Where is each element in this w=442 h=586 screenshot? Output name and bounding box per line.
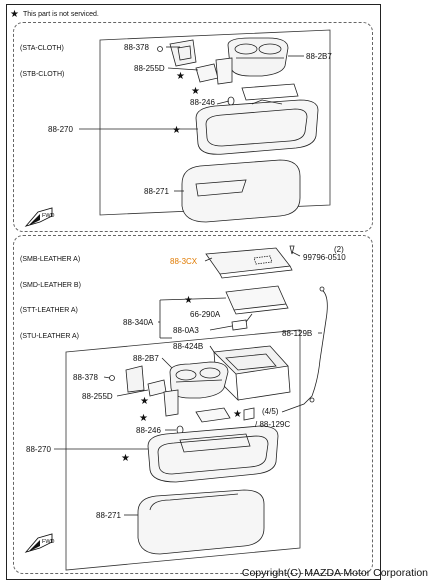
console-tray-bottom: [147, 425, 279, 483]
star-icon: ★: [139, 413, 148, 424]
part-label: 88-271: [96, 511, 121, 520]
cloth-group-caption: (STA-CLOTH) (STB-CLOTH): [20, 45, 65, 78]
part-label: 88-2B7: [133, 354, 159, 363]
star-icon: ★: [121, 453, 130, 464]
part-label: 88-2B7: [306, 52, 332, 61]
star-icon: ★: [176, 71, 185, 82]
cup-holder-bottom: [169, 361, 229, 399]
star-icon: ★: [191, 86, 200, 97]
quantity-label: (2): [334, 245, 344, 254]
part-label: 88-270: [48, 125, 73, 134]
star-icon: ★: [172, 125, 181, 136]
fwd-arrow-icon: FWD: [24, 207, 55, 227]
part-label: 88-340A: [123, 318, 154, 327]
part-label: / 88-129C: [255, 420, 291, 429]
part-label: 99796-0510: [303, 253, 346, 262]
star-icon: ★: [10, 9, 19, 20]
star-icon: ★: [233, 409, 242, 420]
part-label: 88-246: [190, 98, 215, 107]
part-label: 88-271: [144, 187, 169, 196]
copyright-text: Copyright(C) MAZDA Motor Corporation: [241, 567, 428, 579]
svg-text:FWD: FWD: [42, 539, 55, 545]
armrest-lid-bottom: [137, 489, 265, 555]
part-label: 88-424B: [173, 342, 204, 351]
star-icon: ★: [184, 295, 193, 306]
part-label: 88-255D: [82, 392, 113, 401]
leather-group-box: [13, 235, 373, 574]
star-icon: ★: [140, 396, 149, 407]
part-label: 88-255D: [134, 64, 165, 73]
part-label: 88-0A3: [173, 326, 199, 335]
cloth-group-box: [13, 22, 373, 232]
part-label: 88-378: [124, 43, 149, 52]
part-label-highlighted: 88-3CX: [170, 257, 198, 266]
part-label: 66-290A: [190, 310, 221, 319]
not-serviced-note: ★This part is not serviced.: [10, 9, 99, 20]
part-label: 88-378: [73, 373, 98, 382]
diagram-frame: [6, 4, 381, 580]
leather-group-caption: (SMB-LEATHER A) (SMD-LEATHER B) (STT-LEA…: [20, 256, 81, 340]
svg-text:FWD: FWD: [42, 213, 55, 219]
console-tray-top: [195, 83, 319, 155]
part-label: 88-246: [136, 426, 161, 435]
part-label: 88-270: [26, 445, 51, 454]
part-label: 88-129B: [282, 329, 313, 338]
part-label: (4/5): [262, 407, 279, 416]
cup-holder-top: [227, 37, 289, 77]
armrest-lid-top: [181, 159, 301, 223]
lid-cover-bottom: [205, 247, 293, 279]
fwd-arrow-icon: FWD: [24, 533, 55, 553]
